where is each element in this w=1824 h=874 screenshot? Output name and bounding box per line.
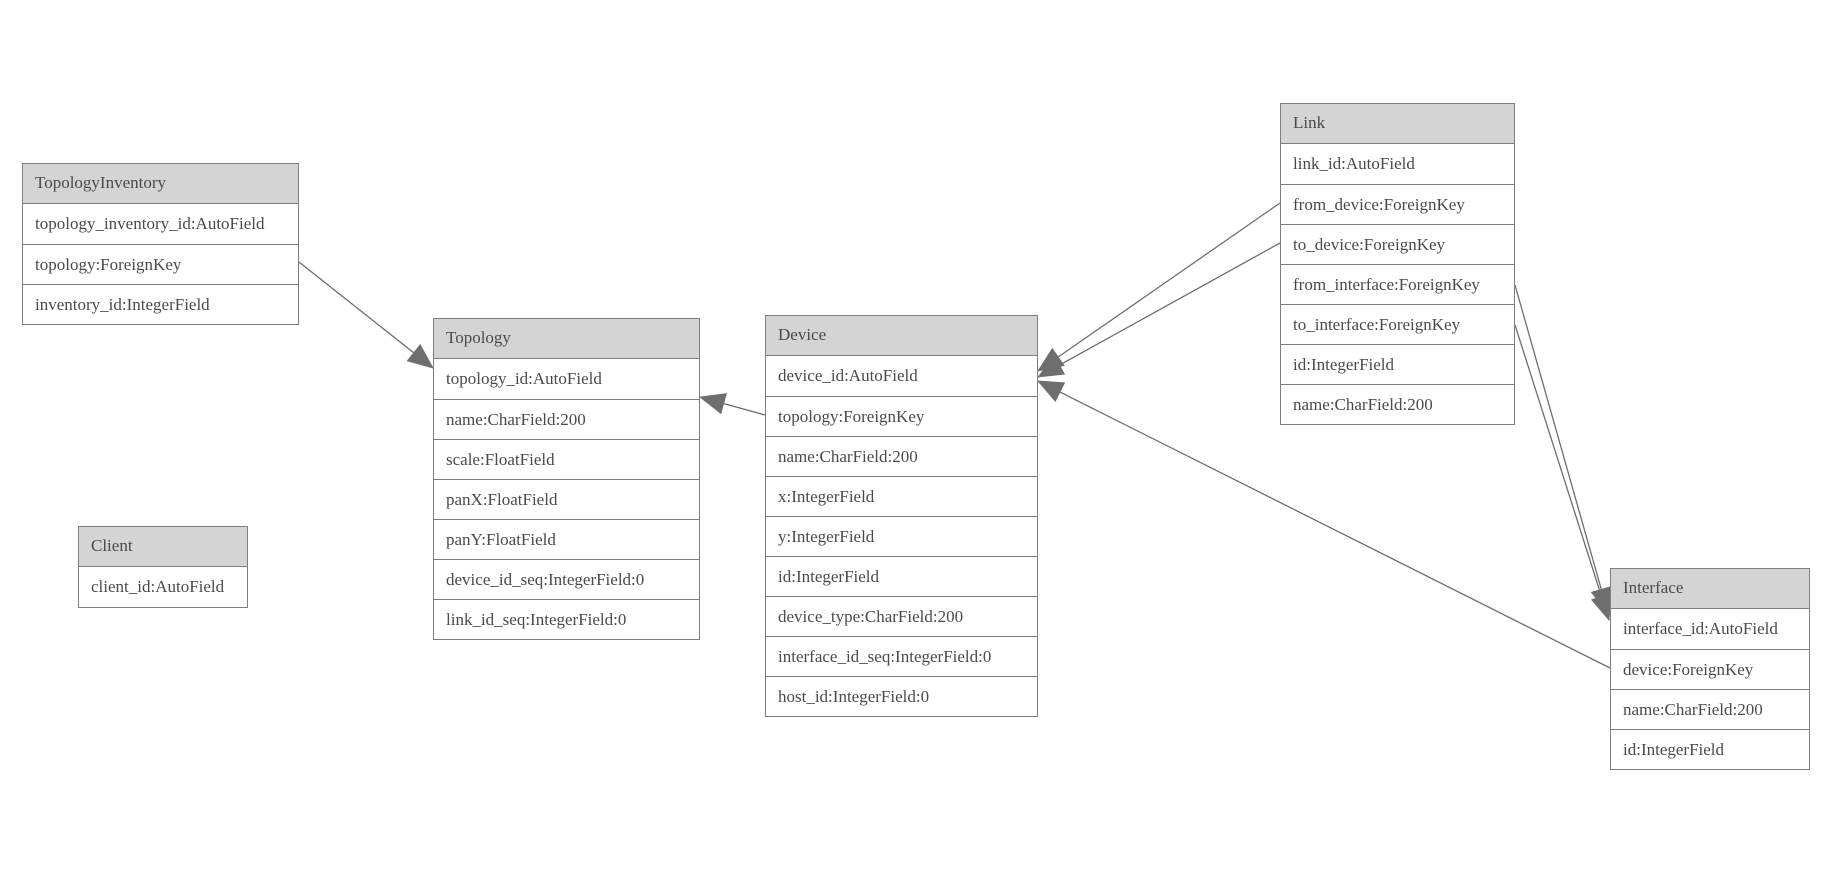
field-row: device_id_seq:IntegerField:0 <box>434 559 699 599</box>
field-row: client_id:AutoField <box>79 567 247 607</box>
field-row: link_id_seq:IntegerField:0 <box>434 599 699 639</box>
field-row: link_id:AutoField <box>1281 144 1514 184</box>
field-row: name:CharField:200 <box>1281 384 1514 424</box>
field-row: from_device:ForeignKey <box>1281 184 1514 224</box>
field-row: device_id:AutoField <box>766 356 1037 396</box>
edge-link-from-device <box>1037 202 1281 372</box>
field-row: id:IntegerField <box>1611 729 1809 769</box>
entity-title: Device <box>766 316 1037 356</box>
field-row: id:IntegerField <box>766 556 1037 596</box>
field-row: topology:ForeignKey <box>766 396 1037 436</box>
edge-interface-device <box>1037 380 1611 669</box>
edge-link-to-interface <box>1514 324 1612 621</box>
entity-device: Device device_id:AutoField topology:Fore… <box>765 315 1038 717</box>
field-row: id:IntegerField <box>1281 344 1514 384</box>
edge-link-from-interface <box>1514 284 1612 614</box>
entity-title: Topology <box>434 319 699 359</box>
field-row: panX:FloatField <box>434 479 699 519</box>
entity-title: Link <box>1281 104 1514 144</box>
field-row: topology:ForeignKey <box>23 244 298 284</box>
entity-link: Link link_id:AutoField from_device:Forei… <box>1280 103 1515 425</box>
field-row: scale:FloatField <box>434 439 699 479</box>
entity-topologyinventory: TopologyInventory topology_inventory_id:… <box>22 163 299 325</box>
entity-title: TopologyInventory <box>23 164 298 204</box>
field-row: to_interface:ForeignKey <box>1281 304 1514 344</box>
field-row: device_type:CharField:200 <box>766 596 1037 636</box>
field-row: topology_inventory_id:AutoField <box>23 204 298 244</box>
field-row: device:ForeignKey <box>1611 649 1809 689</box>
field-row: host_id:IntegerField:0 <box>766 676 1037 716</box>
edge-topologyinventory-topology <box>298 261 434 369</box>
entity-topology: Topology topology_id:AutoField name:Char… <box>433 318 700 640</box>
field-row: from_interface:ForeignKey <box>1281 264 1514 304</box>
entity-interface: Interface interface_id:AutoField device:… <box>1610 568 1810 770</box>
field-row: x:IntegerField <box>766 476 1037 516</box>
entity-client: Client client_id:AutoField <box>78 526 248 608</box>
edge-link-to-device <box>1037 242 1281 378</box>
entity-title: Client <box>79 527 247 567</box>
field-row: interface_id:AutoField <box>1611 609 1809 649</box>
field-row: name:CharField:200 <box>766 436 1037 476</box>
field-row: name:CharField:200 <box>434 399 699 439</box>
field-row: interface_id_seq:IntegerField:0 <box>766 636 1037 676</box>
field-row: panY:FloatField <box>434 519 699 559</box>
field-row: topology_id:AutoField <box>434 359 699 399</box>
field-row: inventory_id:IntegerField <box>23 284 298 324</box>
field-row: to_device:ForeignKey <box>1281 224 1514 264</box>
edge-device-topology <box>699 393 766 416</box>
field-row: name:CharField:200 <box>1611 689 1809 729</box>
entity-title: Interface <box>1611 569 1809 609</box>
field-row: y:IntegerField <box>766 516 1037 556</box>
